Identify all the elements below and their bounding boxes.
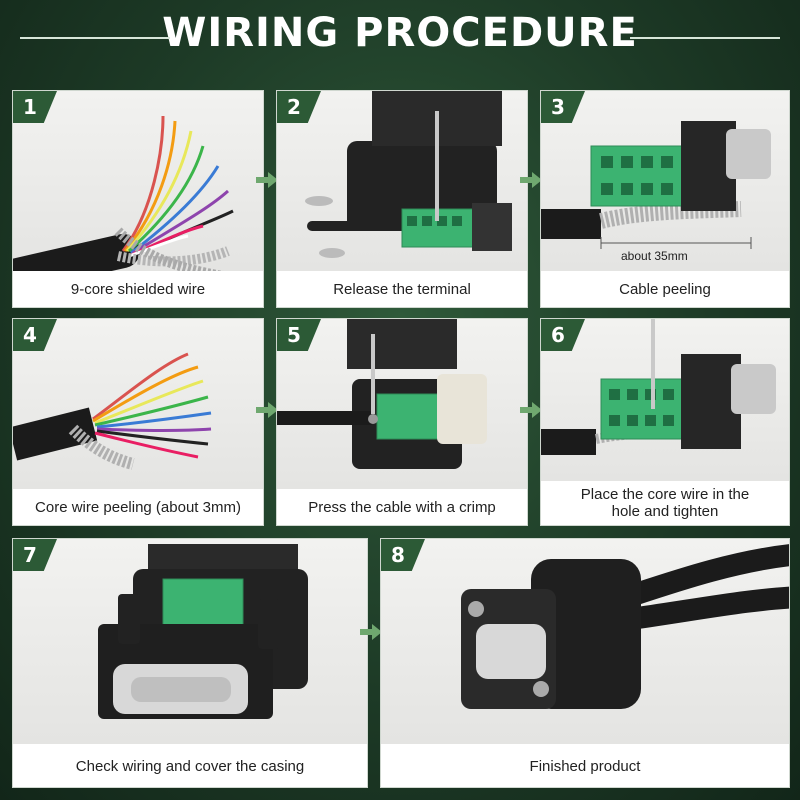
step-3-caption: Cable peeling [619, 280, 711, 298]
step-1-image [13, 91, 263, 271]
finished-product-illustration [461, 544, 789, 709]
step-1-panel: 1 9-core shielded wire [12, 90, 264, 308]
step-4-panel: 4 Core wire peeling (about 3mm) [12, 318, 264, 526]
shielded-wire-illustration [13, 115, 234, 271]
step-4-caption: Core wire peeling (about 3mm) [35, 498, 241, 516]
step-5-caption: Press the cable with a crimp [308, 498, 496, 516]
step-7-image [13, 539, 367, 744]
step-7-panel: 7 Check wiring and cover the casing [12, 538, 368, 788]
step-7-caption: Check wiring and cover the casing [75, 757, 305, 775]
title-rule-left [20, 37, 170, 39]
step-4-image [13, 319, 263, 489]
step-1-caption: 9-core shielded wire [70, 280, 206, 298]
step-6-panel: 6 Place the core wire in the hole and ti… [540, 318, 790, 526]
step-5-badge: 5 [277, 319, 321, 351]
cable-peeling-illustration [541, 121, 771, 249]
title-rule-right [630, 37, 780, 39]
measure-label: about 35mm [621, 249, 688, 263]
step-3-panel: about 35mm 3 Cable peeling [540, 90, 790, 308]
step-2-image [277, 91, 527, 271]
step-8-image [381, 539, 789, 744]
cover-casing-illustration [98, 544, 308, 719]
step-6-caption: Place the core wire in the hole and tigh… [580, 486, 750, 520]
page-title: WIRING PROCEDURE [162, 10, 638, 56]
step-1-badge: 1 [13, 91, 57, 123]
arrow-icon-4-5 [256, 402, 278, 418]
core-wire-peeling-illustration [13, 352, 212, 470]
step-2-panel: 2 Release the terminal [276, 90, 528, 308]
arrow-icon-5-6 [520, 402, 542, 418]
arrow-icon-7-8 [360, 624, 382, 640]
step-5-image [277, 319, 527, 489]
place-core-wire-illustration [541, 319, 776, 455]
step-5-panel: 5 Press the cable with a crimp [276, 318, 528, 526]
step-6-image [541, 319, 789, 481]
crimp-cable-illustration [277, 319, 487, 469]
step-3-image: about 35mm [541, 91, 789, 271]
step-2-caption: Release the terminal [333, 280, 471, 298]
step-8-caption: Finished product [529, 757, 641, 775]
arrow-icon-2-3 [520, 172, 542, 188]
release-terminal-illustration [305, 91, 512, 258]
step-8-panel: 8 Finished product [380, 538, 790, 788]
arrow-icon-1-2 [256, 172, 278, 188]
